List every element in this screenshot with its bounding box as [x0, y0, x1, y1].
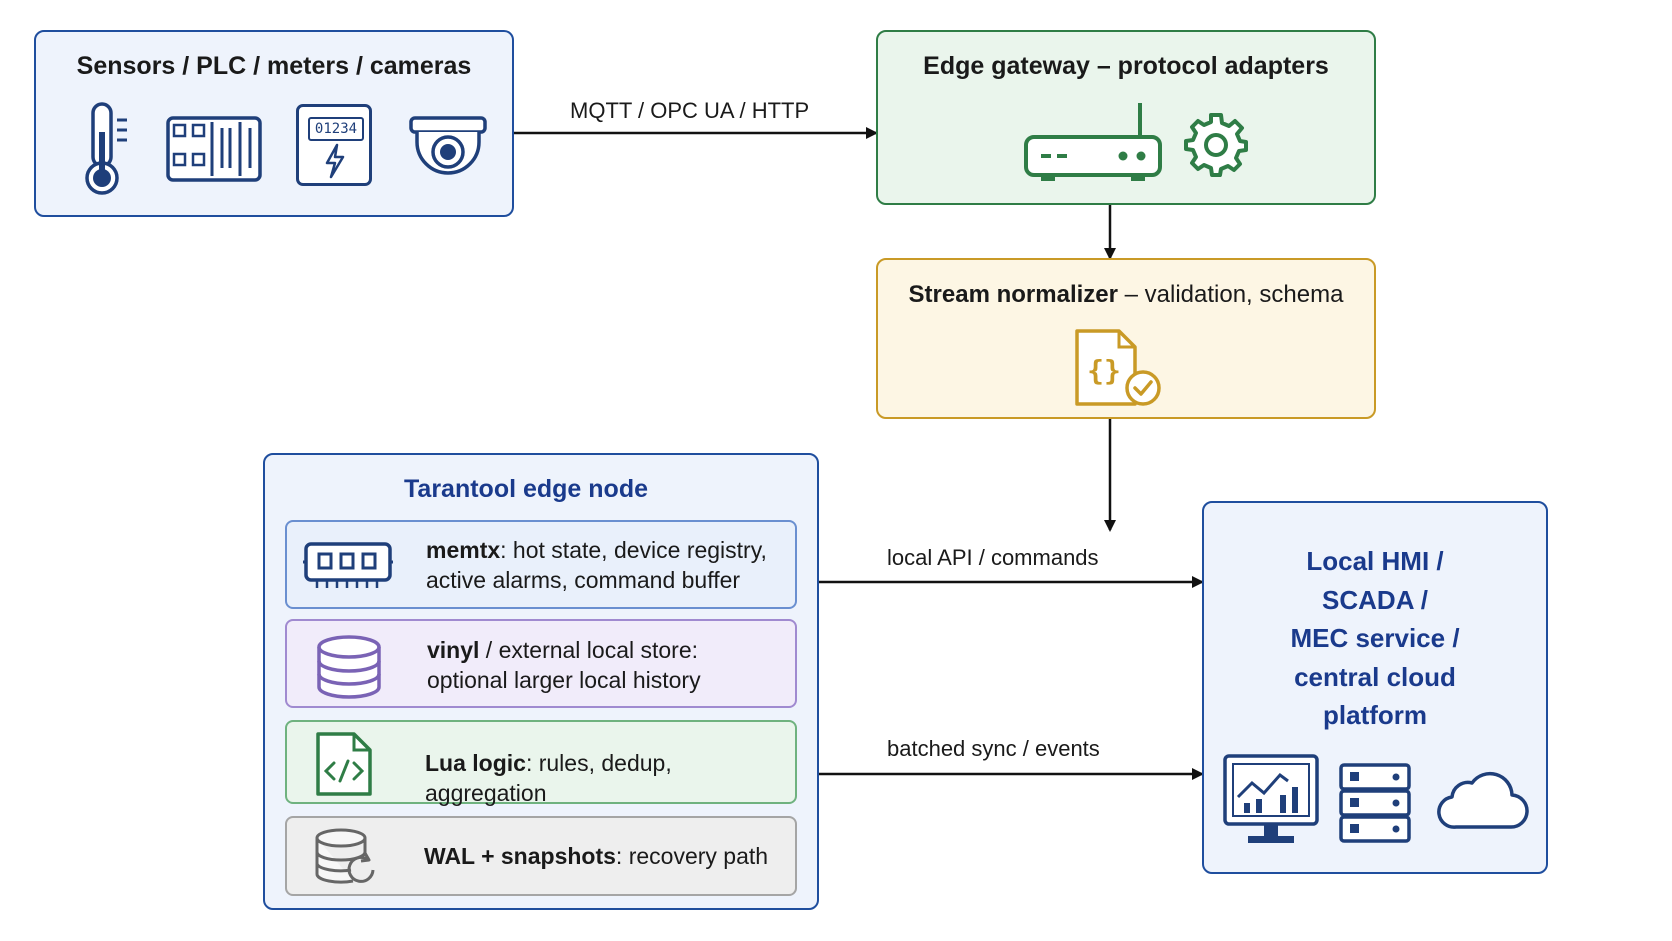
normalizer-title-rest: – validation, schema	[1117, 281, 1344, 308]
hmi-title: Local HMI / SCADA / MEC service / centra…	[1204, 542, 1546, 735]
layer-vinyl-rest: / external local store:	[479, 637, 699, 663]
layer-wal-bold: WAL + snapshots	[424, 843, 616, 869]
meter-display: 01234	[308, 117, 364, 141]
layer-wal: WAL + snapshots: recovery path	[285, 816, 797, 896]
hmi-title-line-5: platform	[1323, 700, 1427, 730]
layer-lua: Lua logic: rules, dedup, aggregation	[285, 720, 797, 806]
sensors-node: Sensors / PLC / meters / cameras 01234	[34, 30, 514, 217]
hmi-title-line-4: central cloud	[1294, 661, 1456, 692]
memory-chip-icon	[303, 542, 393, 588]
meter-icon: 01234	[296, 104, 372, 186]
thermometer-icon	[85, 102, 127, 195]
gear-icon	[1184, 113, 1248, 177]
layer-lua-text: Lua logic: rules, dedup, aggregation	[425, 748, 795, 808]
tarantool-title: Tarantool edge node	[404, 475, 648, 503]
layer-vinyl: vinyl / external local store: optional l…	[285, 619, 797, 708]
layer-lua-rest: : rules, dedup, aggregation	[425, 750, 672, 806]
layer-vinyl-line2: optional larger local history	[427, 667, 701, 693]
router-icon	[1024, 103, 1162, 181]
hmi-title-line-1: Local HMI /	[1306, 546, 1444, 576]
database-recovery-icon	[315, 828, 375, 884]
layer-memtx: memtx: hot state, device registry, activ…	[285, 520, 797, 609]
layer-wal-rest: : recovery path	[615, 843, 769, 869]
hmi-title-line-2: SCADA /	[1322, 584, 1428, 615]
edge-label-protocols: MQTT / OPC UA / HTTP	[570, 98, 810, 123]
database-icon	[317, 635, 381, 699]
layer-memtx-text: memtx: hot state, device registry, activ…	[426, 535, 767, 595]
camera-icon	[409, 116, 487, 175]
svg-text:{}: {}	[1087, 354, 1121, 387]
cloud-icon	[1437, 771, 1529, 829]
code-file-icon	[316, 732, 372, 796]
hmi-node: Local HMI / SCADA / MEC service / centra…	[1202, 501, 1548, 874]
tarantool-node: Tarantool edge node memtx: hot state, de…	[263, 453, 819, 910]
server-rack-icon	[1339, 763, 1411, 843]
sensors-title: Sensors / PLC / meters / cameras	[76, 52, 472, 80]
normalizer-node: Stream normalizer – validation, schema {…	[876, 258, 1376, 419]
normalizer-title-bold: Stream normalizer	[908, 281, 1118, 308]
layer-vinyl-text: vinyl / external local store: optional l…	[427, 635, 701, 695]
layer-memtx-rest: : hot state, device registry,	[500, 537, 767, 563]
gateway-title: Edge gateway – protocol adapters	[923, 52, 1329, 80]
layer-wal-text: WAL + snapshots: recovery path	[424, 841, 768, 871]
plc-icon	[166, 116, 262, 182]
gateway-node: Edge gateway – protocol adapters	[876, 30, 1376, 205]
monitor-chart-icon	[1223, 754, 1319, 843]
layer-memtx-line2: active alarms, command buffer	[426, 567, 741, 593]
json-file-check-icon: {}	[1075, 329, 1161, 406]
layer-lua-bold: Lua logic	[425, 750, 526, 776]
layer-memtx-bold: memtx	[426, 537, 501, 563]
normalizer-title: Stream normalizer – validation, schema	[878, 281, 1374, 309]
layer-vinyl-bold: vinyl	[427, 637, 480, 663]
hmi-title-line-3: MEC service /	[1290, 623, 1460, 653]
edge-label-local-api: local API / commands	[887, 545, 1099, 570]
edge-label-batched-sync: batched sync / events	[887, 736, 1100, 761]
